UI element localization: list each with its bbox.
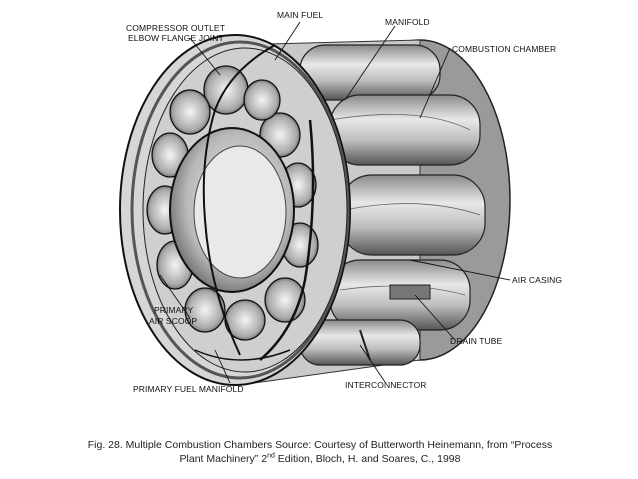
leader-lines [159, 21, 511, 384]
central-bore [169, 127, 295, 293]
fuel-manifold-pipes [194, 44, 315, 361]
caption-line-2-a: Plant Machinery” 2 [179, 453, 268, 465]
figure-caption: Fig. 28. Multiple Combustion Chambers So… [40, 438, 600, 466]
label-combustion-chamber: COMBUSTION CHAMBER [452, 44, 557, 54]
drain-tube-part [359, 284, 431, 361]
label-drain-tube: DRAIN TUBE [450, 336, 503, 346]
label-air-scoop: AIR SCOOP [149, 316, 198, 326]
label-elbow-flange-joint: ELBOW FLANGE JOINT [128, 33, 224, 43]
label-compressor-outlet: COMPRESSOR OUTLET [126, 23, 225, 33]
caption-line-2: Plant Machinery” 2nd Edition, Bloch, H. … [40, 452, 600, 466]
caption-line-2-b: Edition, Bloch, H. and Soares, C., 1998 [274, 453, 461, 465]
caption-line-1: Fig. 28. Multiple Combustion Chambers So… [87, 439, 553, 451]
label-manifold: MANIFOLD [385, 17, 430, 27]
label-air-casing: AIR CASING [512, 275, 563, 285]
label-primary: PRIMARY [154, 305, 194, 315]
label-primary-fuel-manifold: PRIMARY FUEL MANIFOLD [133, 384, 244, 394]
label-main-fuel: MAIN FUEL [277, 10, 324, 20]
caption-superscript: nd [267, 452, 275, 460]
label-interconnector: INTERCONNECTOR [345, 380, 427, 390]
